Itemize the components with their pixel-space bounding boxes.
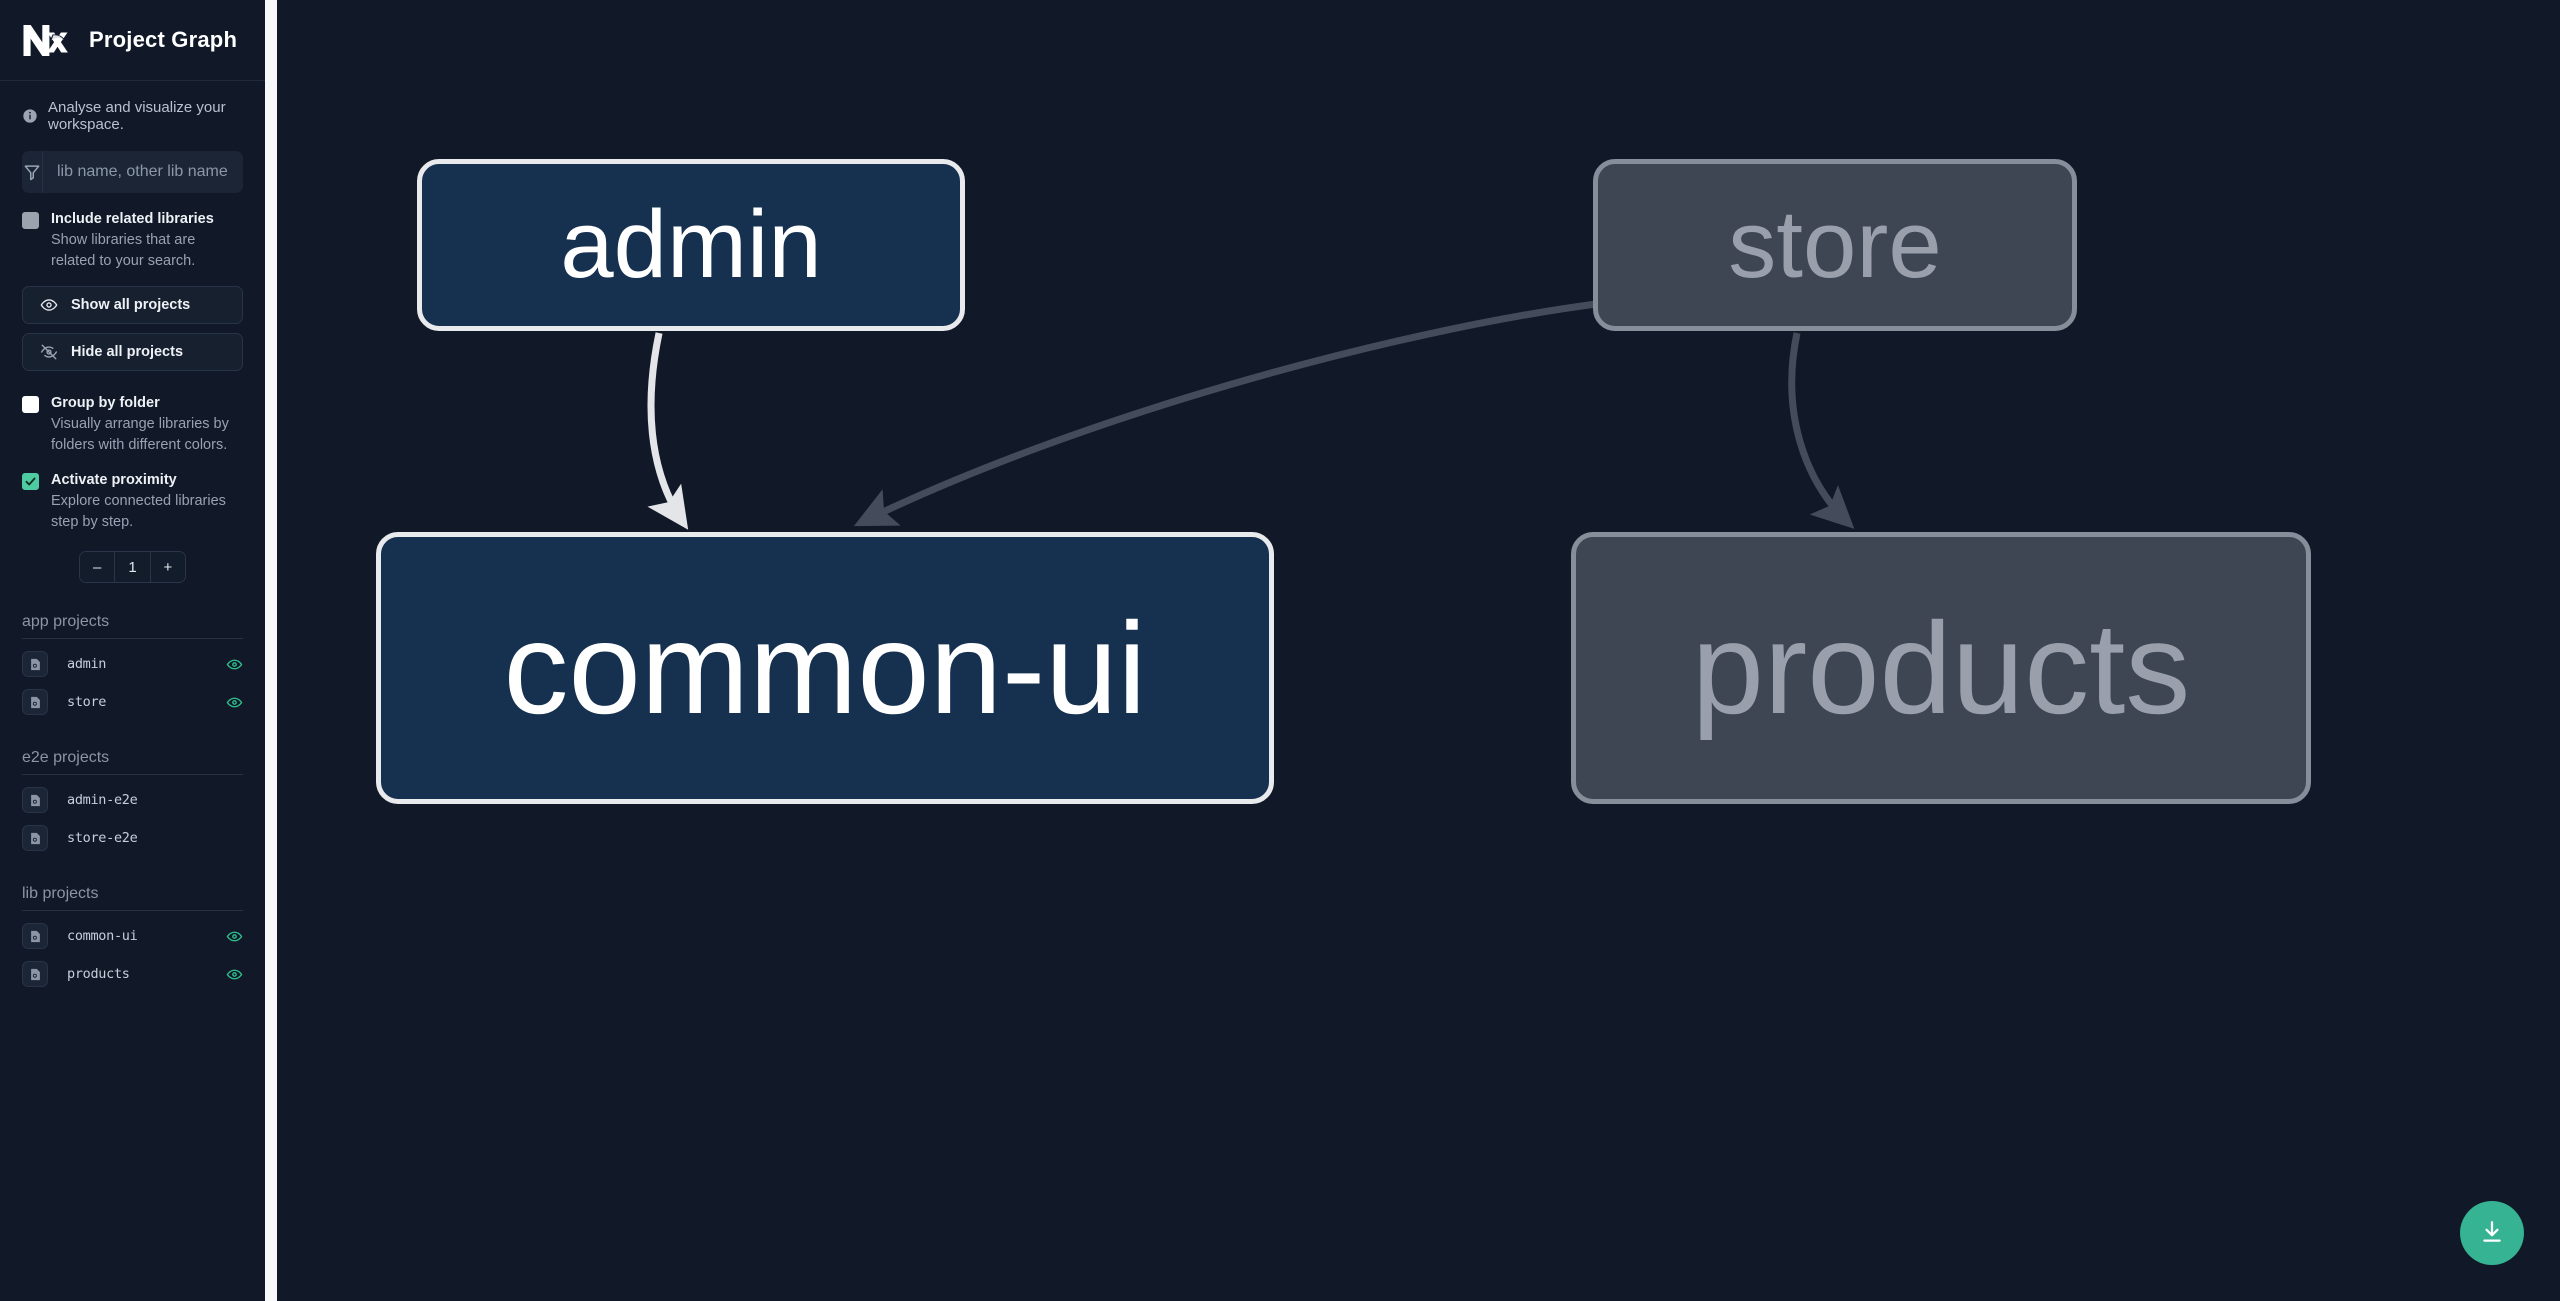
edge-store-to-common-ui bbox=[853, 299, 1605, 527]
graph-node-admin[interactable]: admin bbox=[417, 159, 965, 331]
edge-store-to-products bbox=[1788, 332, 1855, 529]
eye-icon bbox=[40, 296, 58, 314]
project-list-item-admin-e2e[interactable]: admin-e2e bbox=[22, 781, 243, 819]
graph-node-label: common-ui bbox=[503, 595, 1147, 741]
graph-canvas[interactable]: admin store common-ui products bbox=[265, 0, 2560, 1301]
graph-node-label: admin bbox=[560, 191, 822, 298]
filter-icon bbox=[22, 151, 43, 193]
project-group-app: app projects admin bbox=[0, 613, 265, 721]
graph-node-common-ui[interactable]: common-ui bbox=[376, 532, 1274, 804]
graph-edges bbox=[647, 299, 1855, 530]
option-label: Activate proximity bbox=[51, 472, 177, 489]
project-group-lib: lib projects common-ui bbox=[0, 885, 265, 993]
search-box[interactable] bbox=[22, 151, 243, 193]
project-icon bbox=[22, 787, 48, 814]
project-group-title: lib projects bbox=[22, 885, 99, 903]
edge-admin-to-common-ui bbox=[647, 332, 689, 530]
divider bbox=[22, 638, 243, 640]
option-include-related-libraries[interactable]: Include related libraries Show libraries… bbox=[0, 193, 265, 272]
project-name: admin bbox=[67, 656, 107, 673]
project-list-item-common-ui[interactable]: common-ui bbox=[22, 917, 243, 955]
option-description: Explore connected libraries step by step… bbox=[51, 493, 226, 531]
show-all-projects-button[interactable]: Show all projects bbox=[22, 286, 243, 325]
eye-off-icon bbox=[40, 343, 58, 361]
divider bbox=[22, 774, 243, 776]
project-list-item-store-e2e[interactable]: store-e2e bbox=[22, 819, 243, 857]
project-name: store bbox=[67, 694, 107, 711]
proximity-decrement-button[interactable]: – bbox=[80, 552, 115, 583]
project-name: store-e2e bbox=[67, 830, 138, 847]
eye-icon[interactable] bbox=[226, 966, 243, 983]
proximity-increment-button[interactable]: + bbox=[149, 552, 185, 583]
proximity-value: 1 bbox=[114, 552, 150, 583]
download-button[interactable] bbox=[2460, 1201, 2524, 1265]
eye-icon[interactable] bbox=[226, 656, 243, 673]
project-name: admin-e2e bbox=[67, 792, 138, 809]
project-list-item-products[interactable]: products bbox=[22, 955, 243, 993]
project-list-item-store[interactable]: store bbox=[22, 683, 243, 721]
project-icon bbox=[22, 923, 48, 950]
project-group-e2e: e2e projects admin-e2e bbox=[0, 749, 265, 857]
tagline-text: Analyse and visualize your workspace. bbox=[48, 99, 226, 133]
search-row bbox=[0, 143, 265, 193]
graph-node-store[interactable]: store bbox=[1593, 159, 2077, 331]
download-icon bbox=[2479, 1219, 2505, 1248]
activate-proximity-checkbox[interactable] bbox=[22, 473, 39, 491]
option-description: Visually arrange libraries by folders wi… bbox=[51, 416, 229, 454]
visibility-buttons: Show all projects Hide all projects bbox=[0, 272, 265, 372]
project-icon bbox=[22, 961, 48, 988]
option-description: Show libraries that are related to your … bbox=[51, 232, 196, 270]
eye-icon[interactable] bbox=[226, 928, 243, 945]
nx-logo-icon bbox=[22, 22, 69, 58]
graph-node-label: products bbox=[1691, 595, 2191, 741]
graph-node-products[interactable]: products bbox=[1571, 532, 2311, 804]
show-all-projects-label: Show all projects bbox=[71, 297, 191, 314]
project-list-item-admin[interactable]: admin bbox=[22, 645, 243, 683]
project-icon bbox=[22, 651, 48, 678]
include-related-libraries-checkbox[interactable] bbox=[22, 212, 39, 229]
project-name: products bbox=[67, 966, 130, 983]
group-by-folder-checkbox[interactable] bbox=[22, 396, 39, 414]
divider bbox=[22, 910, 243, 912]
option-activate-proximity[interactable]: Activate proximity Explore connected lib… bbox=[0, 456, 265, 533]
eye-icon[interactable] bbox=[226, 694, 243, 711]
sidebar: Project Graph Analyse and visualize your… bbox=[0, 0, 265, 1301]
project-group-title: app projects bbox=[22, 613, 110, 631]
hide-all-projects-label: Hide all projects bbox=[71, 344, 184, 361]
workspace-tagline: Analyse and visualize your workspace. bbox=[0, 81, 265, 143]
graph-node-label: store bbox=[1728, 191, 1942, 298]
sidebar-resize-handle[interactable] bbox=[265, 0, 277, 1301]
project-icon bbox=[22, 825, 48, 852]
proximity-stepper: – 1 + bbox=[79, 551, 186, 584]
project-name: common-ui bbox=[67, 928, 138, 945]
search-input[interactable] bbox=[43, 151, 243, 193]
option-group-by-folder[interactable]: Group by folder Visually arrange librari… bbox=[0, 371, 265, 456]
hide-all-projects-button[interactable]: Hide all projects bbox=[22, 333, 243, 372]
info-icon bbox=[22, 108, 38, 124]
sidebar-header: Project Graph bbox=[0, 0, 265, 81]
option-label: Group by folder bbox=[51, 395, 160, 412]
page-title: Project Graph bbox=[89, 27, 238, 52]
option-label: Include related libraries bbox=[51, 211, 214, 227]
project-icon bbox=[22, 689, 48, 716]
project-group-title: e2e projects bbox=[22, 749, 110, 767]
